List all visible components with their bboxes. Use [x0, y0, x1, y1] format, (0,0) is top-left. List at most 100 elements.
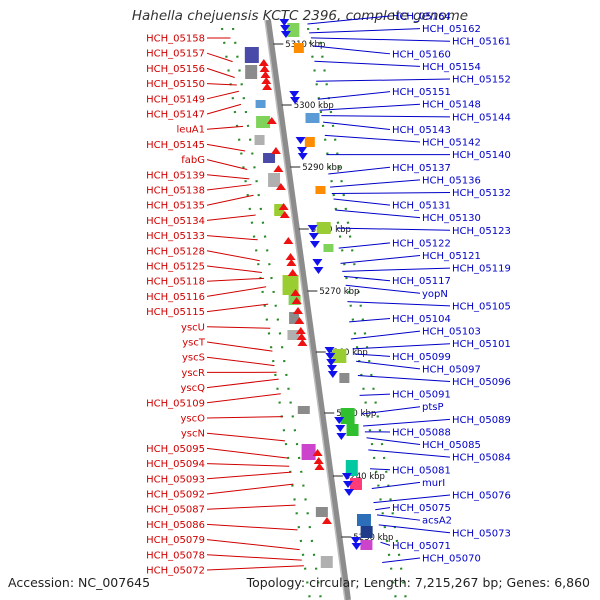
gene-arrow-forward	[296, 333, 307, 340]
gene-arrow-reverse	[350, 537, 361, 544]
gene-arrow-reverse	[279, 19, 290, 26]
right-gene-label: HCH_05122	[392, 238, 451, 249]
left-leader-line	[206, 67, 235, 78]
left-gene-label: yscU	[181, 322, 205, 333]
gene-block	[301, 444, 316, 460]
left-gene-label: HCH_05092	[146, 490, 205, 501]
right-leader-line	[335, 209, 421, 219]
gene-block	[323, 244, 334, 252]
gene-arrow-forward	[286, 259, 297, 266]
left-leader-line	[206, 539, 300, 551]
gene-arrow-reverse	[280, 25, 291, 32]
genome-info-text: Topology: circular; Length: 7,215,267 bp…	[246, 575, 590, 590]
gene-arrow-forward	[293, 307, 303, 314]
left-leader-line	[206, 286, 267, 297]
gene-block	[287, 330, 300, 340]
left-leader-line	[206, 483, 294, 495]
kbp-tick-label: 5230 kbp	[353, 533, 393, 543]
kbp-tick-label: 5240 kbp	[345, 472, 385, 482]
gene-block	[332, 349, 347, 363]
right-gene-label: HCH_05130	[422, 213, 481, 224]
gene-arrow-reverse	[344, 489, 355, 496]
left-gene-label: HCH_05086	[146, 520, 205, 531]
right-leader-line	[356, 360, 421, 370]
right-leader-line	[380, 541, 391, 546]
right-gene-label: HCH_05144	[452, 112, 511, 123]
right-leader-line	[309, 28, 421, 34]
kbp-tick-label: 5270 kbp	[319, 287, 359, 297]
left-leader-line	[206, 90, 239, 100]
gene-block	[345, 460, 358, 476]
right-gene-label: HCH_05162	[422, 24, 481, 35]
left-leader-line	[206, 416, 283, 419]
gene-arrow-reverse	[296, 147, 307, 154]
right-leader-line	[366, 437, 421, 446]
left-gene-label: leuA1	[177, 125, 205, 136]
gene-arrow-reverse	[326, 359, 337, 366]
right-gene-label: HCH_05119	[452, 264, 511, 275]
right-leader-line	[317, 91, 391, 100]
gene-arrow-reverse	[341, 473, 352, 480]
gene-block	[287, 23, 300, 37]
gene-arrow-reverse	[324, 347, 335, 354]
left-leader-line	[206, 356, 275, 367]
gene-block	[256, 116, 271, 128]
left-gene-label: HCH_05072	[146, 566, 205, 577]
left-gene-label: HCH_05150	[146, 79, 205, 90]
gene-block	[360, 540, 373, 550]
gene-arrow-forward	[313, 457, 324, 464]
left-gene-label: HCH_05147	[146, 110, 205, 121]
kbp-tick-label: 5280 kbp	[311, 225, 351, 235]
gene-arrow-forward	[273, 165, 284, 172]
gene-arrow-forward	[259, 65, 270, 72]
right-leader-line	[321, 115, 451, 118]
right-gene-label: acsA2	[422, 516, 452, 527]
gene-arrow-forward	[294, 317, 305, 324]
right-gene-label: HCH_05161	[452, 37, 511, 48]
left-leader-line	[206, 194, 254, 206]
left-leader-line	[206, 143, 246, 152]
right-leader-line	[340, 254, 421, 264]
left-gene-label: HCH_05133	[146, 231, 205, 242]
gene-arrow-forward	[270, 147, 281, 154]
gene-block	[282, 275, 299, 295]
left-leader-line	[206, 103, 242, 115]
left-gene-label: HCH_05134	[146, 216, 205, 227]
gene-arrow-forward	[278, 203, 289, 210]
left-leader-line	[206, 378, 279, 389]
gene-arrow-forward	[258, 59, 269, 66]
right-gene-label: HCH_05164	[392, 12, 451, 23]
gene-arrow-reverse	[325, 353, 336, 360]
right-gene-label: HCH_05132	[452, 188, 511, 199]
right-gene-label: HCH_05089	[452, 415, 511, 426]
left-gene-label: HCH_05087	[146, 505, 205, 516]
right-gene-label: HCH_05160	[392, 49, 451, 60]
right-leader-line	[331, 191, 451, 195]
genome-backbone-highlight	[264, 19, 346, 600]
right-leader-line	[350, 330, 421, 340]
right-leader-line	[359, 393, 391, 396]
left-gene-label: yscQ	[181, 383, 206, 394]
left-leader-line	[206, 125, 244, 130]
gene-arrow-forward	[266, 117, 277, 124]
right-leader-line	[323, 121, 391, 130]
right-leader-line	[361, 406, 421, 415]
gene-arrow-reverse	[336, 433, 347, 440]
left-gene-label: HCH_05149	[146, 94, 205, 105]
right-leader-line	[373, 494, 451, 504]
right-leader-line	[343, 275, 391, 282]
gene-arrow-reverse	[343, 481, 353, 488]
right-gene-label: HCH_05121	[422, 251, 481, 262]
left-leader-line	[206, 565, 304, 571]
left-gene-label: yscS	[182, 353, 205, 364]
left-gene-label: HCH_05135	[146, 201, 205, 212]
right-leader-line	[357, 375, 451, 383]
right-gene-label: HCH_05076	[452, 490, 511, 501]
gene-arrow-forward	[297, 339, 308, 346]
gene-block	[297, 406, 310, 414]
right-gene-label: HCH_05071	[392, 541, 451, 552]
gene-arrow-forward	[295, 327, 306, 334]
right-gene-label: HCH_05104	[392, 314, 451, 325]
right-gene-label: HCH_05148	[422, 100, 481, 111]
right-leader-line	[375, 507, 391, 511]
